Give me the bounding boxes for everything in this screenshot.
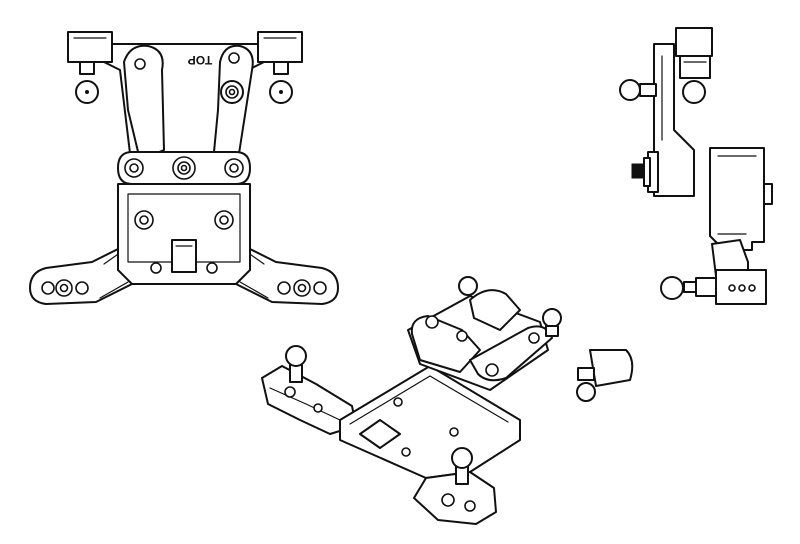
iso-left-ball [285,345,307,367]
left-outrigger-arm [29,247,133,305]
iso-front-ball [451,447,473,469]
side-main-body [709,147,765,251]
iso-view [261,276,634,525]
iso-top-ball-1 [542,308,562,328]
left-ball-mount [67,31,113,63]
main-plate-lower [117,183,251,285]
iso-main-plate [339,365,521,479]
right-outrigger-arm [235,247,339,305]
side-lower-ball [660,276,684,300]
iso-front-arm [413,471,497,525]
side-left-ball [619,79,641,101]
side-view [619,27,773,305]
side-upper-ball [682,80,706,104]
top-view: TOP [29,31,339,305]
right-ball-mount [257,31,303,63]
iso-top-ball-2 [458,276,478,296]
side-upper-block [675,27,713,57]
iso-rocker-right [469,289,521,331]
iso-right-ball [576,382,596,402]
left-rocker-link [123,44,165,161]
iso-right-mount [589,349,634,387]
center-tab [171,239,197,273]
top-marking: TOP [188,53,212,67]
